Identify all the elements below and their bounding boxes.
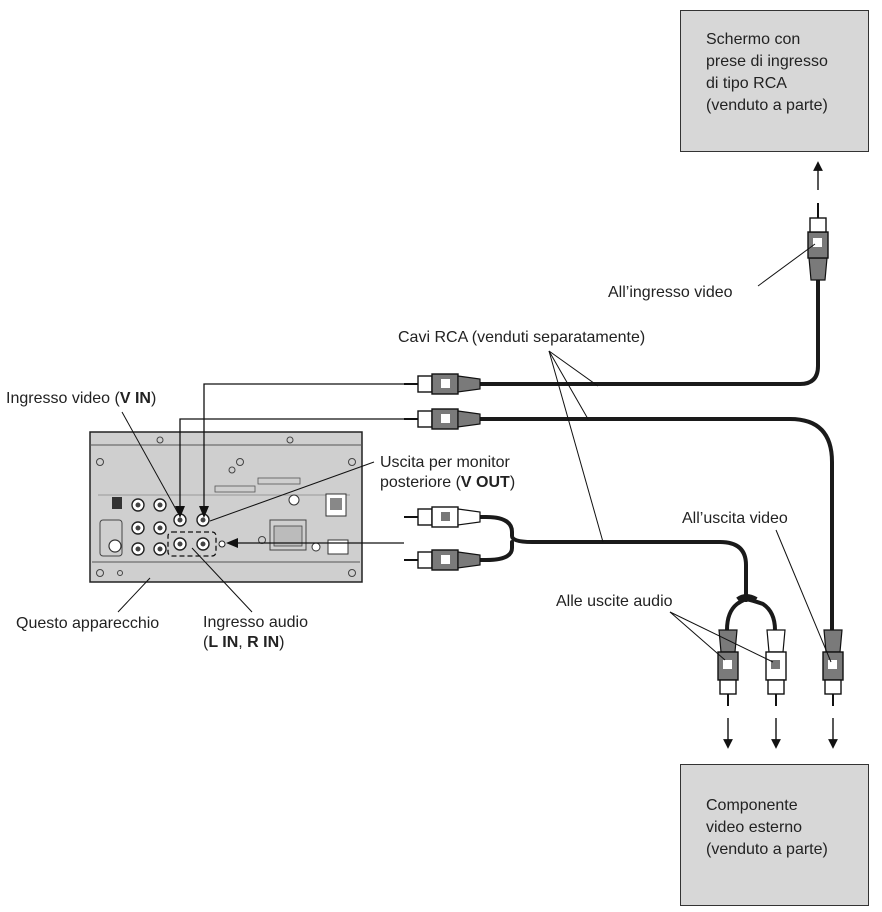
label-this-unit: Questo apparecchio bbox=[16, 615, 160, 632]
rca-plug-bottom-1 bbox=[717, 629, 739, 706]
label-rear-out-bold: V OUT bbox=[460, 474, 510, 491]
monitor-line-2: prese di ingresso bbox=[706, 53, 828, 70]
monitor-box: Schermo con prese di ingresso di tipo RC… bbox=[680, 10, 869, 152]
label-video-in-suffix: ) bbox=[150, 390, 157, 407]
label-rear-monitor-out: Uscita per monitor posteriore (V OUT) bbox=[380, 453, 515, 493]
label-audio-in-open: ( bbox=[203, 634, 209, 651]
rca-plug-left-1 bbox=[404, 373, 481, 395]
label-rear-out-prefix: posteriore ( bbox=[380, 474, 461, 491]
label-video-in: Ingresso video (V IN) bbox=[6, 389, 156, 409]
label-audio-in: Ingresso audio (L IN, R IN) bbox=[203, 613, 308, 653]
monitor-line-1: Schermo con bbox=[706, 31, 801, 48]
external-line-1: Componente bbox=[706, 797, 798, 814]
rca-plug-bottom-2 bbox=[765, 629, 787, 706]
monitor-line-4: (venduto a parte) bbox=[706, 97, 828, 114]
label-audio-in-bold1: L IN bbox=[208, 634, 239, 651]
label-audio-in-comma: , bbox=[238, 634, 248, 651]
label-rca-cables: Cavi RCA (venduti separatamente) bbox=[398, 329, 646, 346]
label-audio-in-close: ) bbox=[279, 634, 285, 651]
label-rear-out-line1: Uscita per monitor bbox=[380, 454, 510, 471]
rca-plug-audio-white bbox=[404, 506, 481, 528]
rca-plug-monitor bbox=[807, 203, 829, 281]
label-audio-in-bold2: R IN bbox=[247, 634, 280, 651]
label-video-in-prefix: Ingresso video ( bbox=[6, 390, 120, 407]
label-audio-in-line1: Ingresso audio bbox=[203, 614, 308, 631]
external-component-box: Componente video esterno (venduto a part… bbox=[680, 764, 869, 906]
head-unit bbox=[89, 431, 363, 583]
rca-plug-bottom-3 bbox=[822, 629, 844, 706]
label-video-in-bold: V IN bbox=[119, 390, 151, 407]
label-video-output: All’uscita video bbox=[682, 510, 788, 527]
external-line-3: (venduto a parte) bbox=[706, 841, 828, 858]
label-rear-out-suffix: ) bbox=[509, 474, 516, 491]
external-line-2: video esterno bbox=[706, 819, 803, 836]
rca-plug-audio-red bbox=[404, 549, 481, 571]
label-video-input: All’ingresso video bbox=[608, 284, 733, 301]
rca-plug-left-2 bbox=[404, 408, 481, 430]
monitor-line-3: di tipo RCA bbox=[706, 75, 787, 92]
label-audio-outputs: Alle uscite audio bbox=[556, 593, 673, 610]
